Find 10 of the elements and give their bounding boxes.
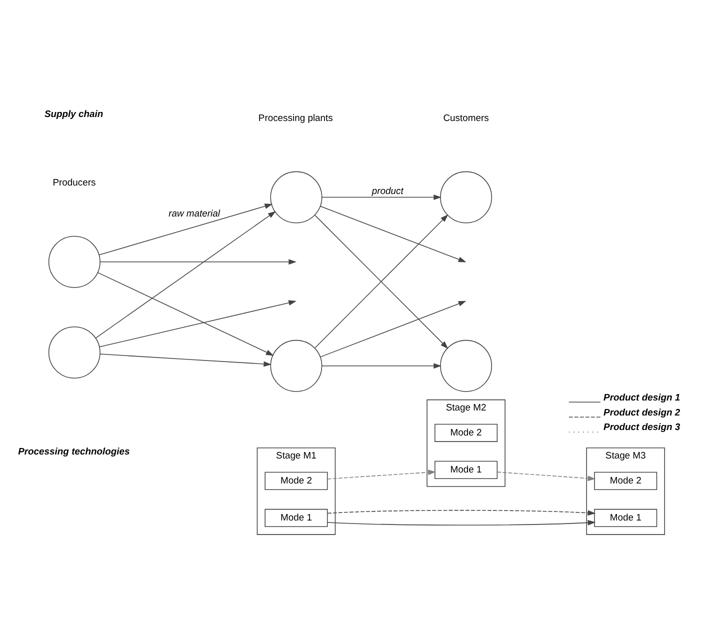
legend-label: Product design 3: [604, 422, 680, 434]
legend-label: Product design 2: [604, 407, 680, 418]
legend-label: Product design 1: [604, 392, 680, 404]
label: Processing plants: [258, 112, 333, 124]
edge-label: raw material: [168, 208, 220, 220]
label: Producers: [52, 178, 96, 189]
label: Customers: [443, 112, 489, 124]
label: Processing technologies: [18, 446, 130, 458]
edge-label: product: [372, 186, 404, 197]
label: Supply chain: [44, 108, 104, 120]
